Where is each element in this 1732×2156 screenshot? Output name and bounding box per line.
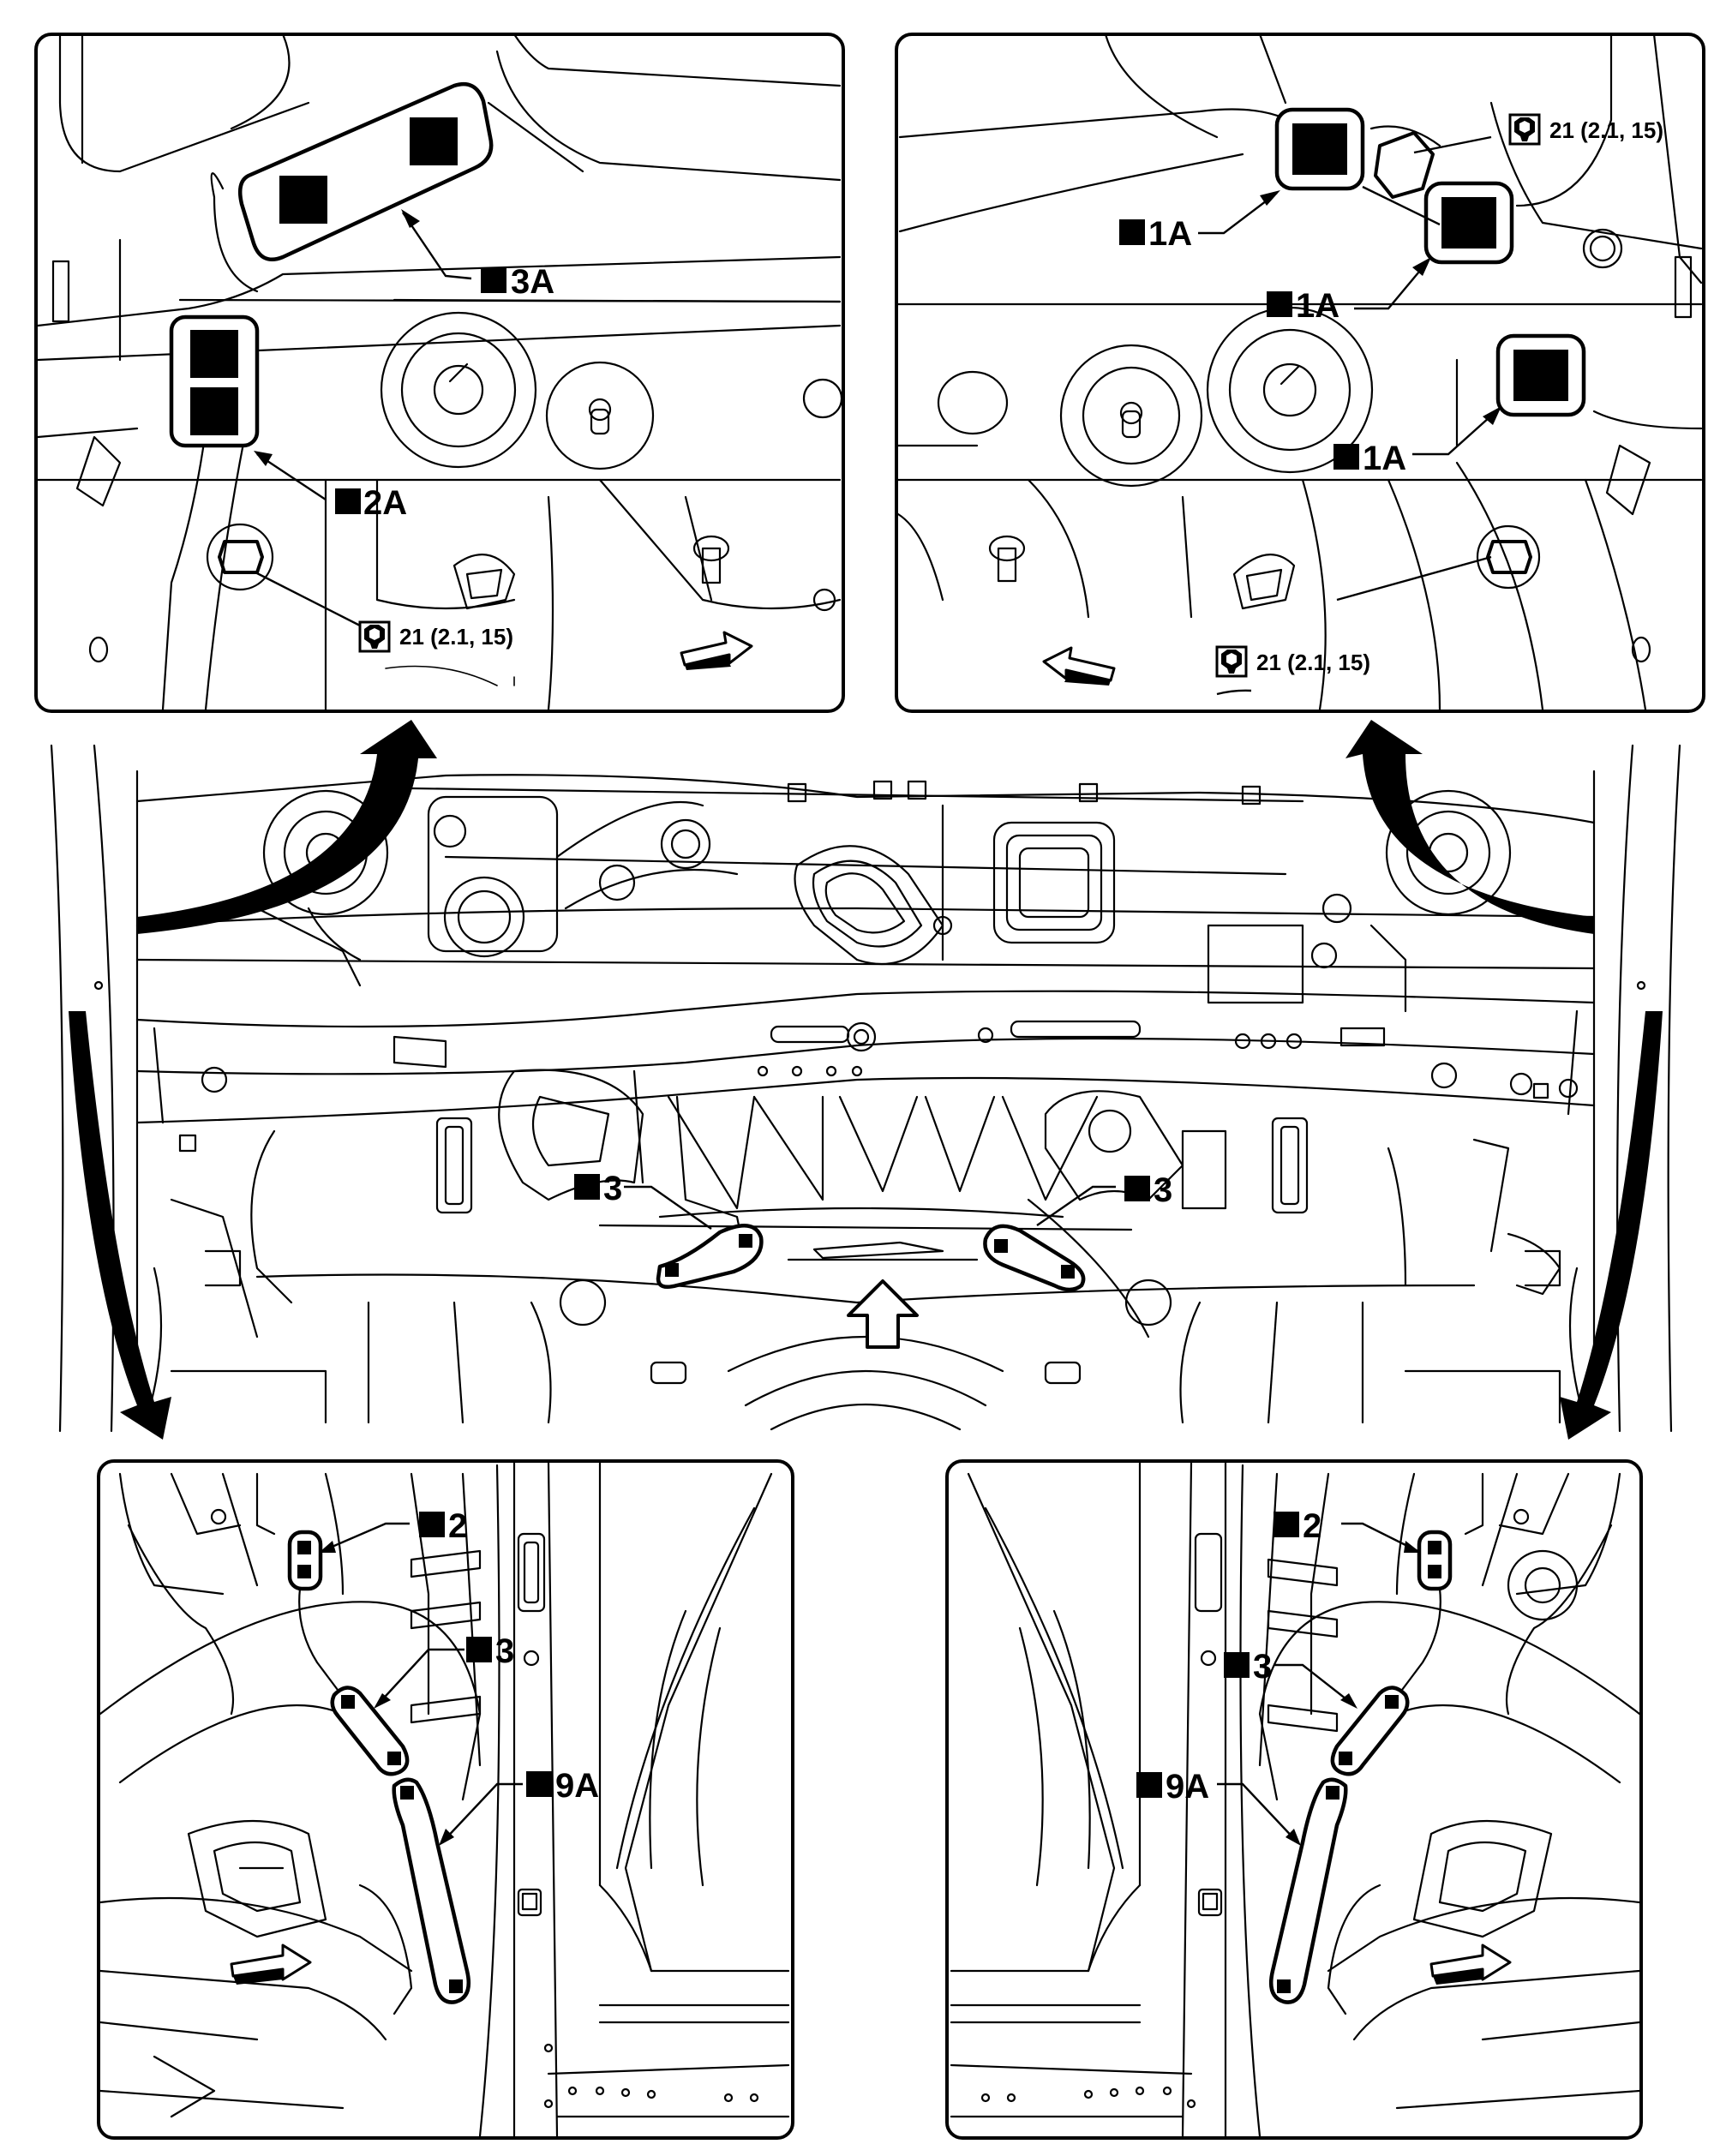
highlight-1a-lower <box>1495 333 1586 417</box>
highlight-1a-upper <box>1274 107 1365 191</box>
torque-spec-top-left: 21 (2.1, 15) <box>358 620 513 653</box>
weld-point-icon <box>449 1979 463 1993</box>
label-1a-a: 1A <box>1119 215 1192 253</box>
label-3a: 3A <box>481 263 554 301</box>
weld-point-icon <box>190 330 238 378</box>
curved-callout-arrow-icon <box>1560 1011 1663 1440</box>
weld-point-icon <box>400 1786 414 1800</box>
svg-text:2A: 2A <box>363 484 407 522</box>
svg-text:21 (2.1, 15): 21 (2.1, 15) <box>399 624 513 650</box>
weld-point-icon <box>387 1752 401 1765</box>
weld-point-icon <box>297 1541 311 1554</box>
weld-point-icon <box>1385 1695 1399 1709</box>
label-1a-c: 1A <box>1333 440 1406 477</box>
weld-point-icon <box>665 1263 679 1277</box>
direction-arrow-center <box>847 1279 919 1349</box>
label-9a-bottom-right: 9A <box>1136 1768 1209 1806</box>
weld-point-icon <box>1277 1979 1291 1993</box>
direction-arrow-bottom-left <box>230 1943 312 1985</box>
label-2-bottom-left: 2 <box>419 1507 467 1545</box>
weld-point-icon <box>1441 197 1496 249</box>
svg-text:2: 2 <box>448 1507 467 1545</box>
svg-text:3: 3 <box>603 1170 622 1207</box>
panel-bottom-left: 2 3 9A <box>97 1459 794 2140</box>
highlight-2-bottom-right <box>1417 1530 1453 1591</box>
highlight-3a-plate <box>238 81 494 261</box>
label-3-bottom-right: 3 <box>1224 1648 1272 1686</box>
svg-text:2: 2 <box>1303 1507 1321 1545</box>
weld-point-icon <box>1339 1752 1352 1765</box>
svg-text:3: 3 <box>495 1632 514 1670</box>
highlight-2a-plate <box>169 314 260 448</box>
svg-text:1A: 1A <box>1148 215 1192 253</box>
weld-point-icon <box>994 1239 1008 1253</box>
weld-point-icon <box>1428 1565 1441 1578</box>
svg-text:1A: 1A <box>1363 440 1406 477</box>
torque-spec-top-right-upper: 21 (2.1, 15) <box>1508 113 1663 146</box>
label-2-bottom-right: 2 <box>1274 1507 1321 1545</box>
highlight-3-left <box>656 1224 764 1289</box>
panel-top-right: 1A 1A 1A 21 (2.1, 15) 21 (2.1, 15) <box>895 33 1705 713</box>
panel-top-left: 3A 2A 21 (2.1, 15) <box>34 33 845 713</box>
svg-text:3: 3 <box>1154 1171 1172 1209</box>
highlight-9a-bottom-left <box>392 1777 471 2004</box>
svg-text:1A: 1A <box>1296 287 1339 325</box>
label-9a-bottom-left: 9A <box>526 1767 599 1805</box>
weld-point-icon <box>1061 1265 1075 1279</box>
label-3-bottom-left: 3 <box>466 1632 514 1670</box>
weld-point-icon <box>190 387 238 435</box>
highlight-9a-bottom-right <box>1268 1777 1348 2004</box>
torque-spec-top-right-lower: 21 (2.1, 15) <box>1215 645 1370 678</box>
highlight-1a-middle <box>1423 181 1514 265</box>
label-3-left: 3 <box>574 1170 622 1207</box>
svg-text:21 (2.1, 15): 21 (2.1, 15) <box>1549 117 1663 143</box>
highlight-3-bottom-right <box>1330 1686 1410 1776</box>
direction-arrow-bottom-right <box>1429 1943 1512 1985</box>
panel-bottom-right: 2 3 9A <box>945 1459 1643 2140</box>
weld-point-icon <box>410 117 458 165</box>
weld-point-icon <box>279 176 327 224</box>
weld-point-icon <box>1428 1541 1441 1554</box>
svg-text:9A: 9A <box>1166 1768 1209 1806</box>
label-3-right: 3 <box>1124 1171 1172 1209</box>
weld-point-icon <box>341 1695 355 1709</box>
svg-text:3A: 3A <box>511 263 554 301</box>
curved-callout-arrow-icon <box>1345 720 1594 934</box>
weld-point-icon <box>1326 1786 1339 1800</box>
svg-text:9A: 9A <box>555 1767 599 1805</box>
svg-text:21 (2.1, 15): 21 (2.1, 15) <box>1256 650 1370 675</box>
wrench-nut-icon <box>1508 113 1541 146</box>
label-2a: 2A <box>335 484 407 522</box>
weld-point-icon <box>1513 350 1568 401</box>
wrench-nut-icon <box>1215 645 1248 678</box>
weld-point-icon <box>739 1234 752 1248</box>
curved-callout-arrow-icon <box>69 1011 171 1440</box>
curved-callout-arrow-icon <box>137 720 437 934</box>
highlight-3-bottom-left <box>330 1686 410 1776</box>
svg-text:3: 3 <box>1253 1648 1272 1686</box>
label-1a-b: 1A <box>1267 287 1339 325</box>
highlight-3-right <box>983 1224 1086 1292</box>
highlight-2-bottom-left <box>287 1530 323 1591</box>
panel-overview: 3 3 <box>50 744 1681 1433</box>
wrench-nut-icon <box>358 620 391 653</box>
weld-point-icon <box>1292 123 1347 175</box>
weld-point-icon <box>297 1565 311 1578</box>
